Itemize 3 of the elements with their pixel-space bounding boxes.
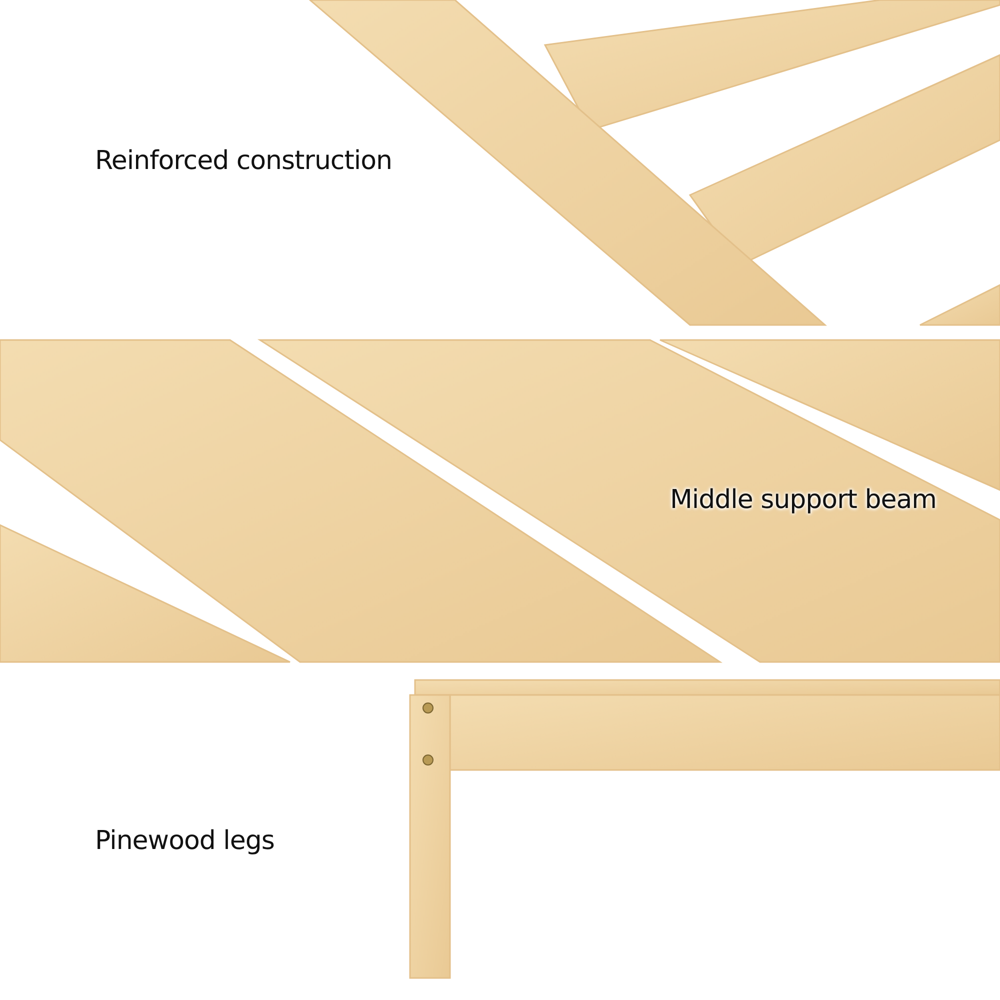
feature-label: Pinewood legs	[95, 826, 274, 856]
feature-label: Middle support beam	[670, 485, 936, 515]
feature-label: Reinforced construction	[95, 146, 392, 176]
